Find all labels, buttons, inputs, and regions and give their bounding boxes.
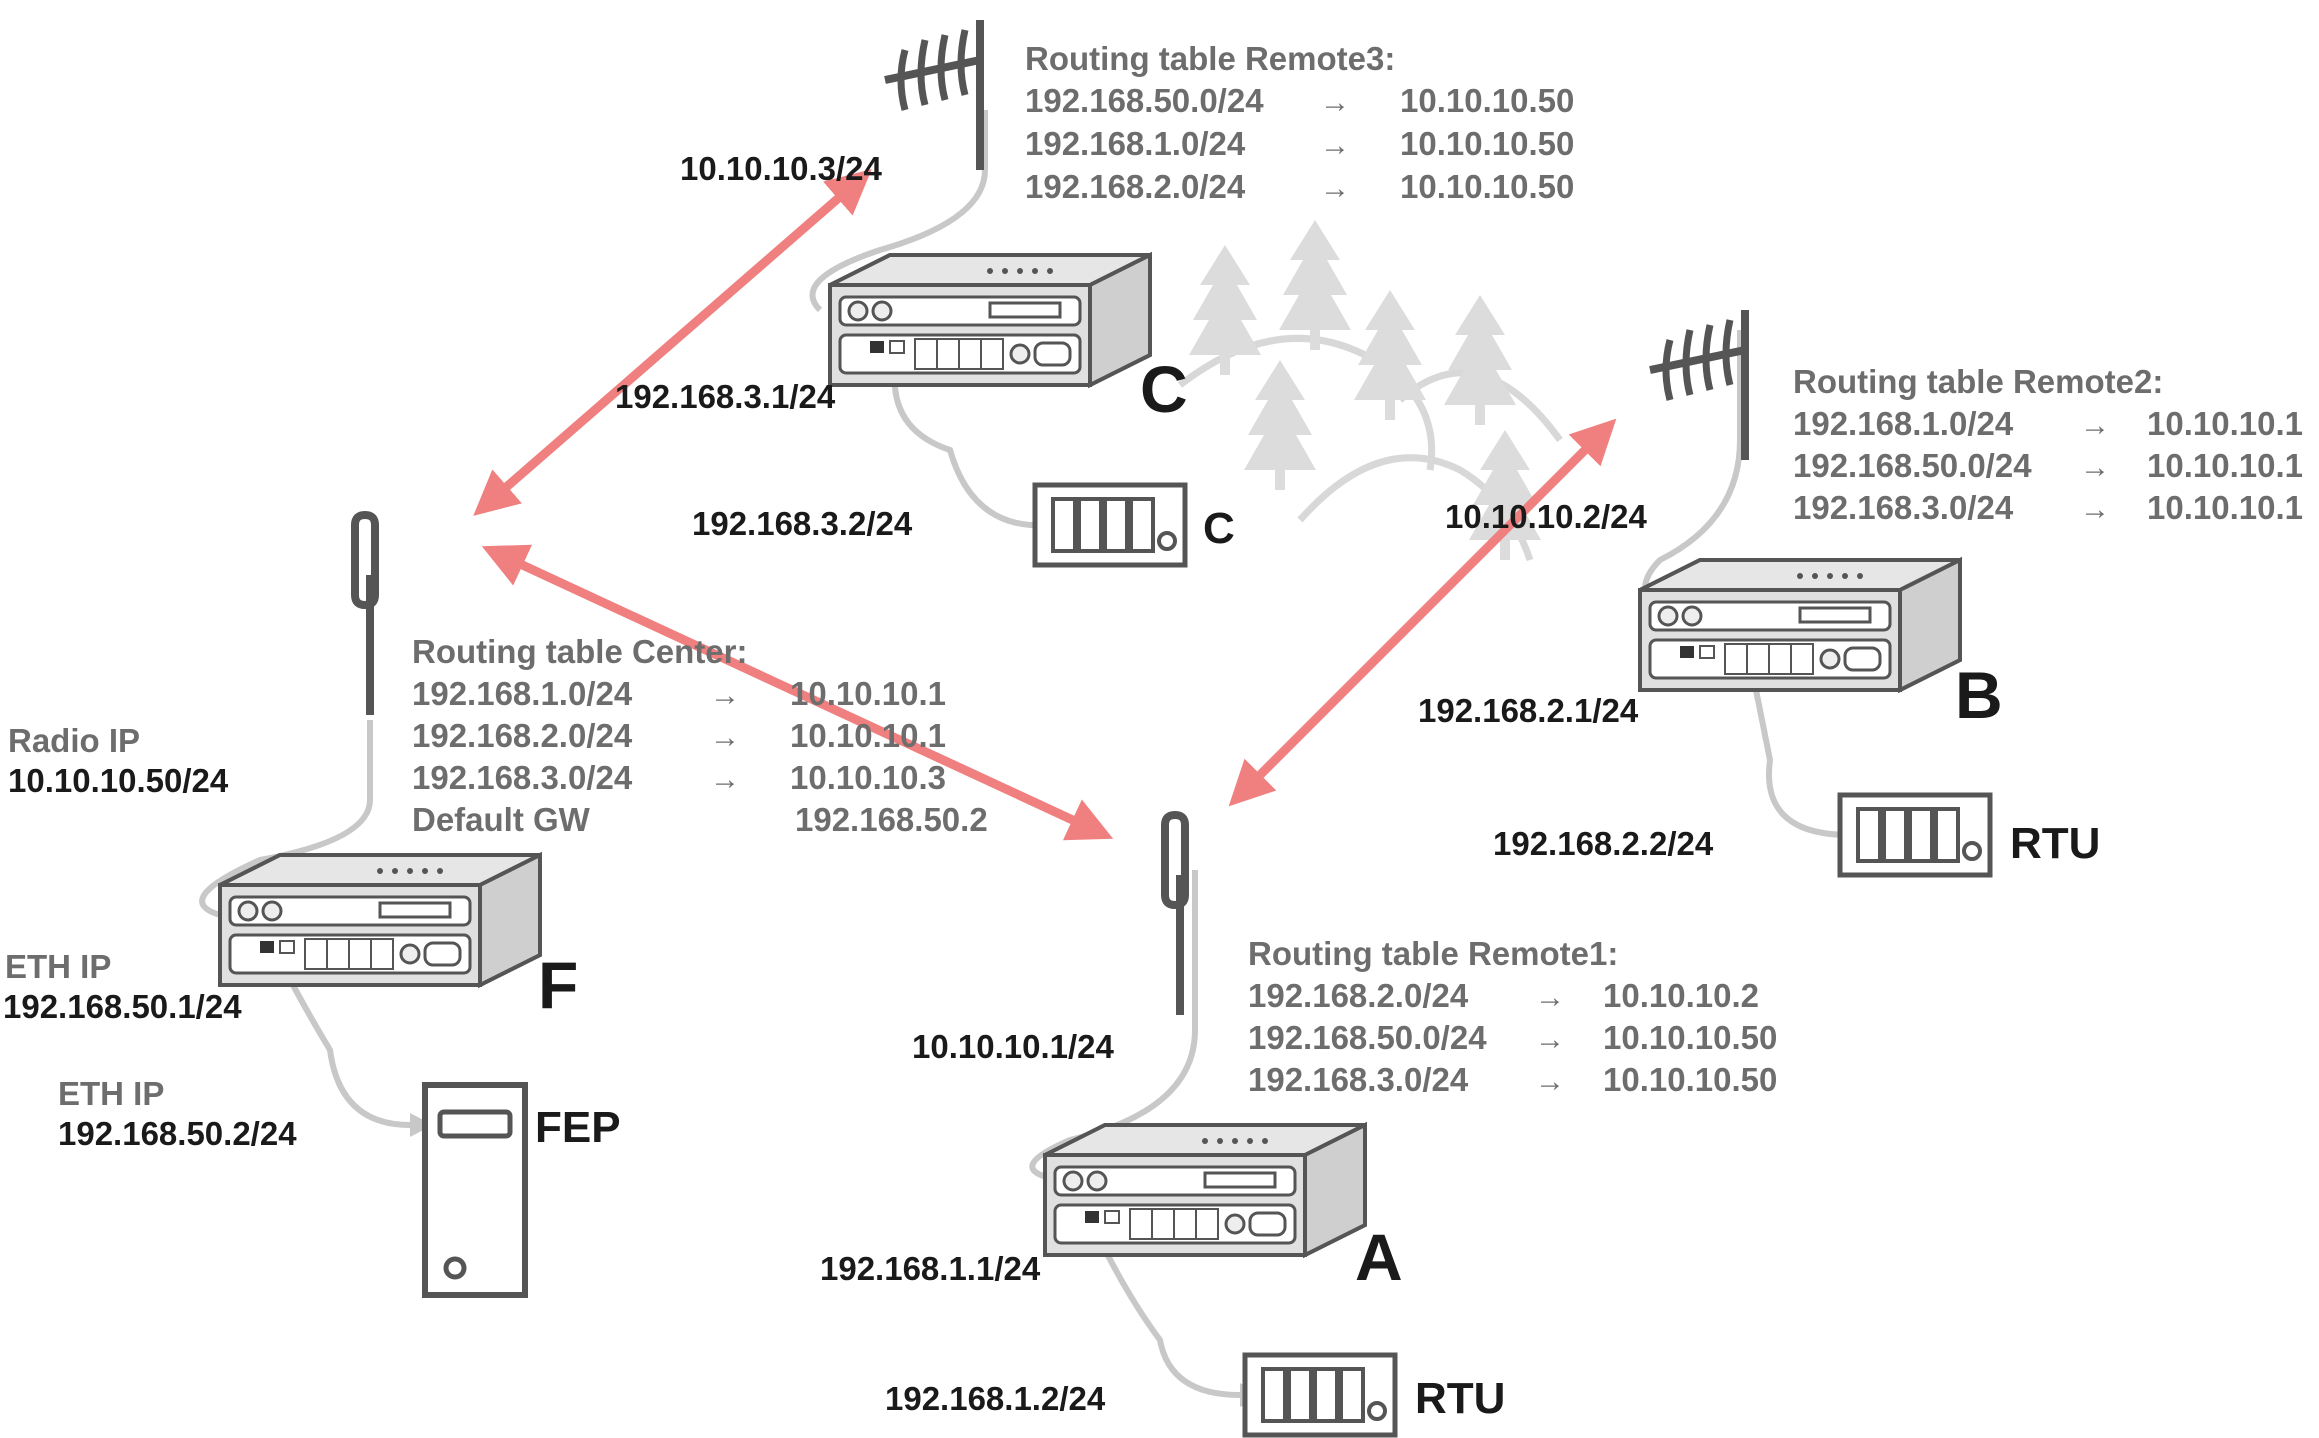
remote1-device-ip: 192.168.1.2/24	[885, 1380, 1106, 1417]
link-a-b	[1228, 418, 1617, 807]
arrow-icon: →	[1320, 86, 1350, 119]
route-gw: 10.10.10.1	[790, 717, 946, 754]
route-gw: 10.10.10.50	[1400, 125, 1574, 162]
remote2-routes: 192.168.1.0/24 → 10.10.10.1 192.168.50.0…	[1793, 405, 2303, 526]
fep-eth-ip: 192.168.50.2/24	[58, 1115, 297, 1152]
route-net: 192.168.50.0/24	[1025, 82, 1264, 119]
center-table-title: Routing table Center:	[412, 633, 748, 670]
route-net: 192.168.3.0/24	[412, 759, 633, 796]
arrow-icon: →	[710, 763, 740, 796]
remote2-eth-ip: 192.168.2.1/24	[1418, 692, 1639, 729]
remote1-table-title: Routing table Remote1:	[1248, 935, 1618, 972]
yagi-antenna-b	[1650, 310, 1745, 460]
route-net: 192.168.3.0/24	[1248, 1061, 1469, 1098]
route-net: 192.168.2.0/24	[1248, 977, 1469, 1014]
remote3-device-ip: 192.168.3.2/24	[692, 505, 913, 542]
arrow-icon: →	[1535, 981, 1565, 1014]
arrow-icon: →	[710, 679, 740, 712]
fep-server	[422, 1082, 528, 1298]
arrow-icon: →	[710, 721, 740, 754]
remote1-device-label: RTU	[1415, 1374, 1505, 1423]
arrow-icon: →	[1535, 1023, 1565, 1056]
fep-eth-ip-label: ETH IP	[58, 1075, 164, 1112]
center-eth-ip-label: ETH IP	[5, 948, 111, 985]
remote1-radio-ip: 10.10.10.1/24	[912, 1028, 1114, 1065]
route-gw: 10.10.10.1	[790, 675, 946, 712]
remote3-eth-ip: 192.168.3.1/24	[615, 378, 836, 415]
fep-label: FEP	[535, 1103, 621, 1152]
route-net: 192.168.2.0/24	[1025, 168, 1246, 205]
route-net: 192.168.1.0/24	[1793, 405, 2014, 442]
remote3-routes: 192.168.50.0/24 → 10.10.10.50 192.168.1.…	[1025, 82, 1574, 205]
route-gw: 10.10.10.1	[2147, 447, 2303, 484]
arrow-icon: →	[1320, 129, 1350, 162]
remote3-radio-ip: 10.10.10.3/24	[680, 150, 882, 187]
node-label-c: C	[1140, 352, 1188, 426]
remote1-routes: 192.168.2.0/24 → 10.10.10.2 192.168.50.0…	[1248, 977, 1777, 1098]
remote3-device-label: C	[1203, 504, 1235, 553]
link-f-a	[481, 544, 1114, 841]
radio-links	[473, 169, 1617, 841]
remote2-radio-ip: 10.10.10.2/24	[1445, 498, 1647, 535]
route-gw: 10.10.10.1	[2147, 489, 2303, 526]
remote3-table-title: Routing table Remote3:	[1025, 40, 1395, 77]
modem-a	[1043, 1123, 1367, 1257]
route-gw: 10.10.10.50	[1603, 1061, 1777, 1098]
route-gw: 10.10.10.3	[790, 759, 946, 796]
arrow-icon: →	[2080, 409, 2110, 442]
route-net: 192.168.3.0/24	[1793, 489, 2014, 526]
remote2-device-label: RTU	[2010, 819, 2100, 868]
omni-antenna-a	[1165, 815, 1185, 1015]
modem-b	[1638, 558, 1962, 692]
route-net: 192.168.50.0/24	[1248, 1019, 1487, 1056]
node-label-b: B	[1955, 658, 2003, 732]
arrow-icon: →	[1320, 172, 1350, 205]
rtu-c	[1035, 485, 1185, 565]
node-label-f: F	[538, 948, 578, 1022]
default-gw-label: Default GW	[412, 801, 591, 838]
route-gw: 10.10.10.2	[1603, 977, 1759, 1014]
node-label-a: A	[1355, 1220, 1403, 1294]
remote2-table-title: Routing table Remote2:	[1793, 363, 2163, 400]
remote2-device-ip: 192.168.2.2/24	[1493, 825, 1714, 862]
rtu-a	[1245, 1355, 1395, 1435]
arrow-icon: →	[2080, 451, 2110, 484]
arrow-icon: →	[2080, 493, 2110, 526]
modem-f	[218, 853, 542, 987]
arrow-icon: →	[1535, 1065, 1565, 1098]
route-gw: 10.10.10.1	[2147, 405, 2303, 442]
center-routes: 192.168.1.0/24 → 10.10.10.1 192.168.2.0/…	[412, 675, 988, 838]
center-eth-ip: 192.168.50.1/24	[3, 988, 242, 1025]
route-net: 192.168.1.0/24	[412, 675, 633, 712]
center-radio-ip: 10.10.10.50/24	[8, 762, 229, 799]
route-net: 192.168.1.0/24	[1025, 125, 1246, 162]
modem-c	[828, 253, 1152, 387]
route-net: 192.168.50.0/24	[1793, 447, 2032, 484]
route-gw: 10.10.10.50	[1400, 168, 1574, 205]
route-net: 192.168.2.0/24	[412, 717, 633, 754]
default-gw-value: 192.168.50.2	[795, 801, 988, 838]
remote1-eth-ip: 192.168.1.1/24	[820, 1250, 1041, 1287]
cables	[199, 110, 1851, 1398]
link-f-c	[473, 169, 872, 516]
rtu-b	[1840, 795, 1990, 875]
radio-ip-label: Radio IP	[8, 722, 140, 759]
omni-antenna-f	[355, 515, 375, 715]
yagi-antenna-c	[885, 20, 980, 170]
route-gw: 10.10.10.50	[1603, 1019, 1777, 1056]
route-gw: 10.10.10.50	[1400, 82, 1574, 119]
